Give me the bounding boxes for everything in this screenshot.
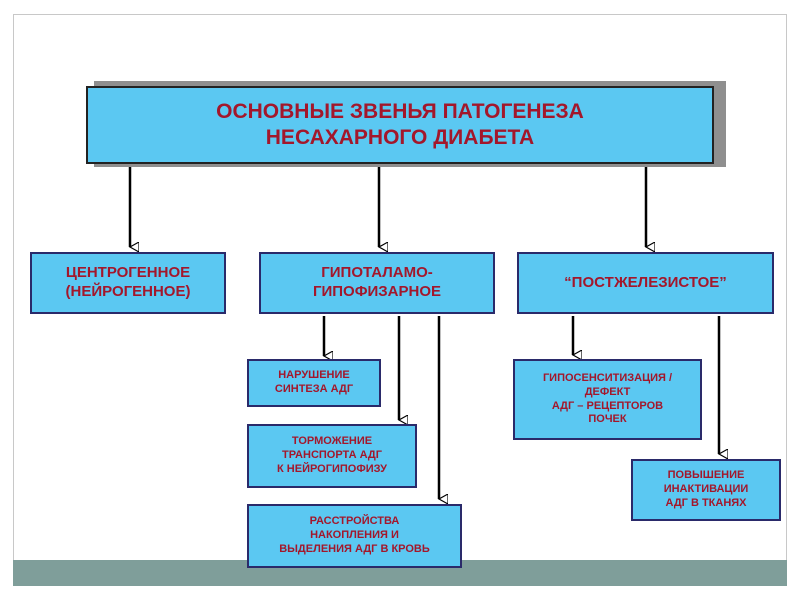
cause-inactivation: ПОВЫШЕНИЕ ИНАКТИВАЦИИ АДГ В ТКАНЯХ bbox=[631, 459, 781, 521]
cause-storage: РАССТРОЙСТВА НАКОПЛЕНИЯ И ВЫДЕЛЕНИЯ АДГ … bbox=[247, 504, 462, 568]
category-hypothalamic: ГИПОТАЛАМО- ГИПОФИЗАРНОЕ bbox=[259, 252, 495, 314]
cause-transport: ТОРМОЖЕНИЕ ТРАНСПОРТА АДГ К НЕЙРОГИПОФИЗ… bbox=[247, 424, 417, 488]
cause-synthesis: НАРУШЕНИЕ СИНТЕЗА АДГ bbox=[247, 359, 381, 407]
category-central: ЦЕНТРОГЕННОЕ (НЕЙРОГЕННОЕ) bbox=[30, 252, 226, 314]
cause-hyposensitization: ГИПОСЕНСИТИЗАЦИЯ / ДЕФЕКТ АДГ – РЕЦЕПТОР… bbox=[513, 359, 702, 440]
category-post: “ПОСТЖЕЛЕЗИСТОЕ” bbox=[517, 252, 774, 314]
diagram-title: ОСНОВНЫЕ ЗВЕНЬЯ ПАТОГЕНЕЗА НЕСАХАРНОГО Д… bbox=[86, 86, 714, 164]
